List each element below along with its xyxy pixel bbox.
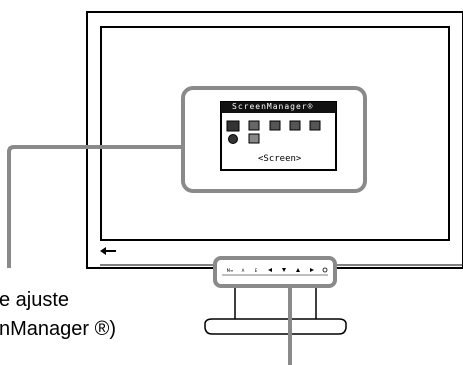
callout-label-line1: e ajuste [0, 289, 70, 311]
osd-title-bar [221, 102, 336, 113]
up-button[interactable] [296, 268, 300, 272]
mode-button[interactable]: M≡ [227, 268, 234, 273]
down-button[interactable] [282, 268, 286, 272]
others-icon[interactable] [309, 120, 321, 131]
control-panel: M≡ A E [222, 267, 328, 276]
screen-icon[interactable] [226, 120, 240, 132]
auto-button[interactable]: A [242, 268, 245, 273]
color-icon[interactable] [248, 120, 260, 131]
powermanager-icon[interactable] [289, 120, 301, 131]
left-button[interactable] [268, 268, 272, 272]
sound-icon[interactable] [269, 120, 281, 131]
osd-icons-row2 [228, 133, 260, 144]
right-button[interactable] [310, 268, 314, 272]
information-icon[interactable] [228, 134, 238, 144]
enter-button[interactable]: E [255, 268, 258, 273]
osd-selected-label: <Screen> [258, 154, 302, 164]
osd-icons-row1 [226, 120, 321, 132]
callout-label-line2: nManager ®) [0, 318, 117, 340]
power-button[interactable] [322, 267, 328, 273]
osd-leader [7, 145, 183, 268]
brand-logo [100, 247, 116, 255]
control-panel-callout [213, 256, 337, 288]
osd-window [220, 101, 337, 171]
osd-title: ScreenManager® [232, 102, 314, 111]
monitor-stand [204, 285, 347, 335]
language-icon[interactable] [248, 133, 260, 144]
